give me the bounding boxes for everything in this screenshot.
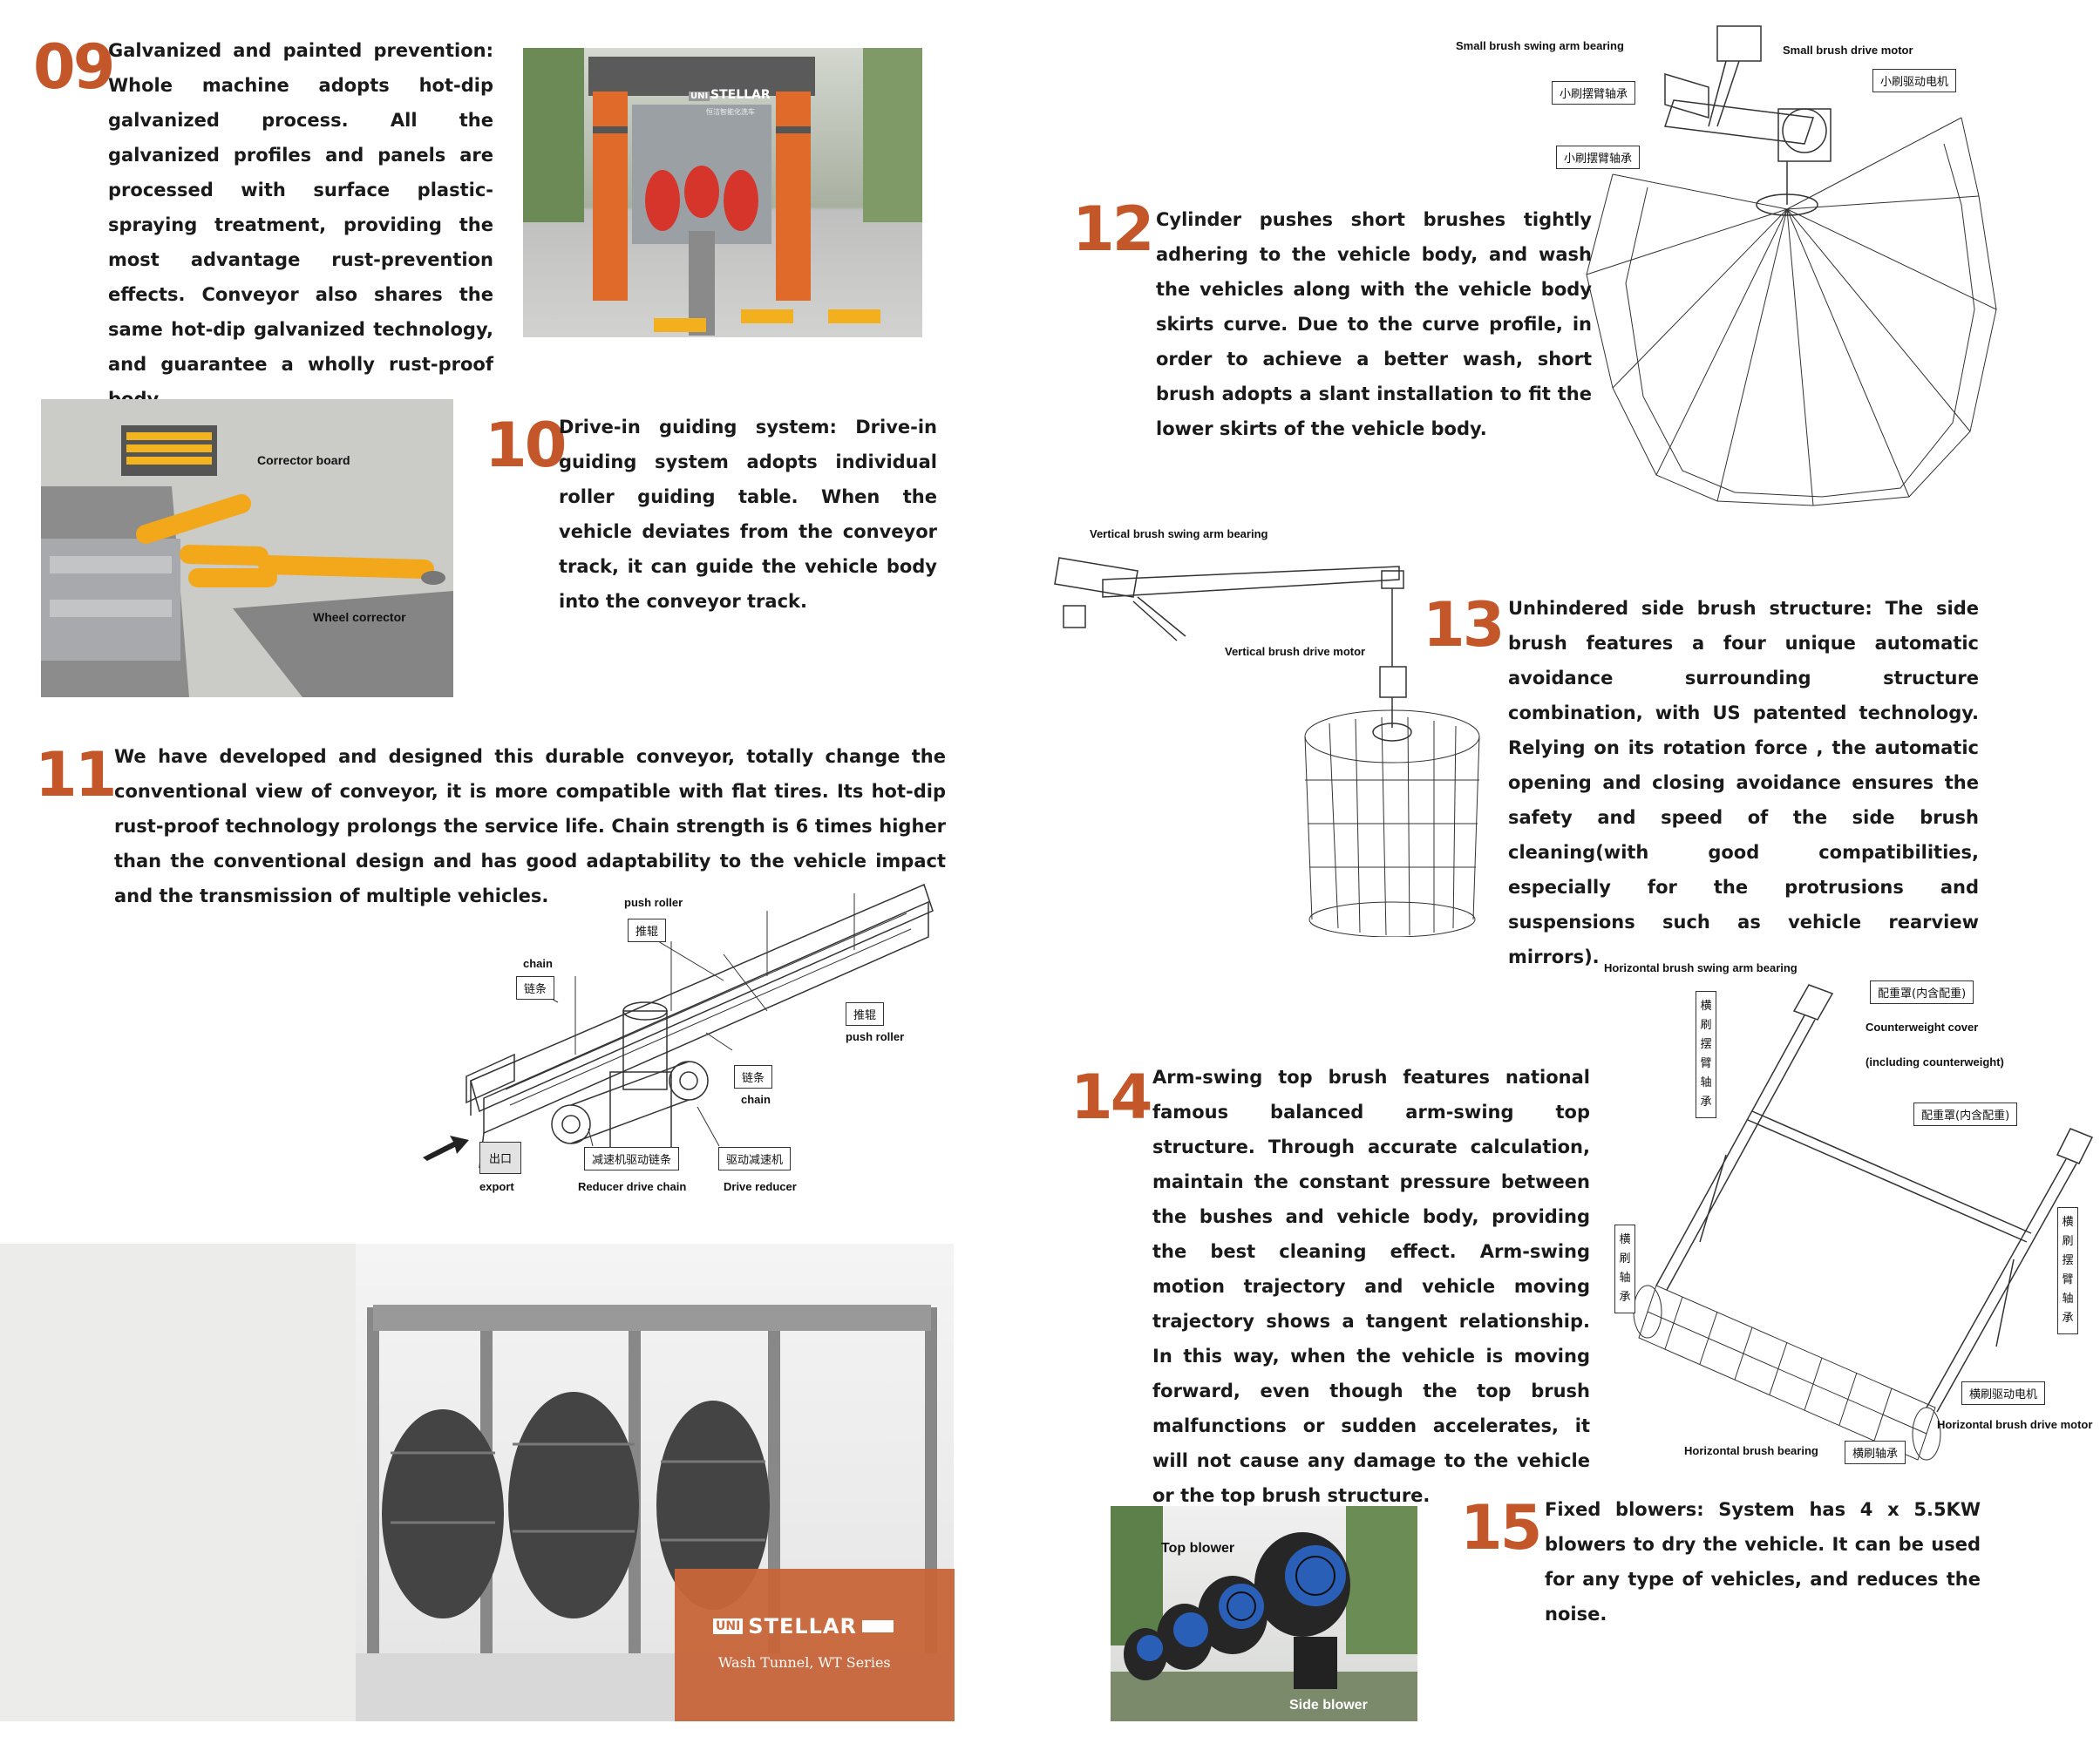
reducer-chain-cn-label: 减速机驱动链条 — [584, 1147, 680, 1170]
chain-en-label-2: chain — [741, 1093, 771, 1106]
brand-panel: UNI STELLAR Wash Tunnel, WT Series — [675, 1569, 955, 1721]
chain-en-label: chain — [523, 957, 553, 970]
chain-cn-label: 链条 — [516, 976, 555, 1000]
top-blower-label: Top blower — [1161, 1541, 1235, 1556]
vertical-brush-diagram: Vertical brush swing arm bearing Vertica… — [1050, 519, 1486, 937]
horizontal-arm-bearing-cn-label: 横刷摆臂轴承 — [1696, 991, 1716, 1118]
vertical-brush-drawing — [1054, 557, 1480, 937]
section-13-number: 13 — [1423, 589, 1505, 661]
top-brush-fins — [1633, 1285, 1941, 1461]
counterweight-cn-label-2: 配重罩(内含配重) — [1913, 1103, 2018, 1126]
small-arm-bearing-cn-label-2: 小刷摆臂轴承 — [1556, 146, 1641, 169]
small-motor-cn-label: 小刷驱动电机 — [1872, 69, 1957, 92]
section-11-number: 11 — [35, 739, 117, 811]
grey-panel — [0, 1244, 356, 1721]
blowers-illustration — [1111, 1506, 1417, 1721]
counterweight-en-label-2: (including counterweight) — [1866, 1055, 2004, 1069]
section-12-number: 12 — [1072, 193, 1154, 265]
wash-tunnel-illustration — [523, 48, 922, 336]
section-09-text: Galvanized and painted prevention: Whole… — [108, 40, 493, 410]
tunnel-sign-logo: UNI — [689, 92, 710, 101]
guiding-system-photo: Corrector board Wheel corrector — [41, 399, 453, 697]
horizontal-brush-bearing-en-label: Horizontal brush bearing — [1684, 1444, 1818, 1457]
section-15-text: Fixed blowers: System has 4 x 5.5KW blow… — [1545, 1499, 1981, 1625]
drive-reducer-en-label: Drive reducer — [724, 1180, 797, 1193]
counterweight-en-label-1: Counterweight cover — [1866, 1021, 1979, 1034]
vertical-arm-bearing-en-label: Vertical brush swing arm bearing — [1090, 527, 1268, 540]
push-roller-cn-label: 推辊 — [628, 919, 667, 942]
section-12-text: Cylinder pushes short brushes tightly ad… — [1156, 209, 1592, 439]
brand-name: STELLAR — [748, 1614, 857, 1639]
small-brush-diagram: Small brush swing arm bearing 小刷摆臂轴承 小刷摆… — [1456, 22, 2100, 510]
push-roller-en-label-2: push roller — [846, 1030, 905, 1043]
horizontal-brush-bearing-cn-label: 横刷轴承 — [1614, 1225, 1635, 1313]
blowers-photo: Top blower Side blower — [1111, 1506, 1417, 1721]
section-10-number: 10 — [485, 410, 567, 481]
push-roller-cn-label-2: 推辊 — [846, 1002, 885, 1026]
reducer-chain-en-label: Reducer drive chain — [578, 1180, 687, 1193]
vertical-motor-en-label: Vertical brush drive motor — [1225, 645, 1366, 658]
brand-subtitle: Wash Tunnel, WT Series — [718, 1654, 891, 1671]
horizontal-brush-bearing-cn-label-2: 横刷轴承 — [1845, 1441, 1906, 1464]
small-brush-drawing — [1586, 25, 1997, 506]
small-motor-en-label: Small brush drive motor — [1783, 44, 1913, 57]
section-15-number: 15 — [1460, 1492, 1542, 1564]
export-en-label: export — [479, 1180, 514, 1193]
section-14-text: Arm-swing top brush features national fa… — [1152, 1067, 1590, 1506]
brand-logo: UNI — [713, 1618, 744, 1634]
export-cn-label: 出口 — [479, 1142, 522, 1174]
section-13-text: Unhindered side brush structure: The sid… — [1508, 598, 1979, 967]
small-arm-bearing-en-label: Small brush swing arm bearing — [1456, 39, 1624, 52]
wash-tunnel-photo: UNI STELLAR 恒洁智能化洗车 — [523, 48, 922, 337]
brush-fins — [1586, 117, 1997, 506]
vertical-brush-fins — [1304, 709, 1480, 937]
top-brush-diagram: Horizontal brush swing arm bearing 横刷摆臂轴… — [1604, 954, 2100, 1469]
guiding-system-illustration — [41, 399, 453, 697]
counterweight-cn-label: 配重罩(内含配重) — [1870, 980, 1974, 1004]
brand-bar — [862, 1620, 894, 1632]
brush-tunnel-photo — [356, 1244, 954, 1721]
small-arm-bearing-cn-label: 小刷摆臂轴承 — [1552, 81, 1636, 105]
horizontal-motor-en-label: Horizontal brush drive motor — [1937, 1418, 2093, 1431]
top-brush-drawing — [1633, 984, 2094, 1461]
corrector-board-label: Corrector board — [257, 453, 350, 467]
push-roller-en-label: push roller — [624, 896, 683, 909]
drive-reducer-cn-label: 驱动减速机 — [718, 1147, 792, 1170]
tunnel-sign-cn: 恒洁智能化洗车 — [706, 108, 755, 116]
wheel-corrector-label: Wheel corrector — [313, 610, 406, 624]
side-blower-label: Side blower — [1289, 1698, 1368, 1713]
section-14-number: 14 — [1070, 1062, 1152, 1133]
section-10-text: Drive-in guiding system: Drive-in guidin… — [559, 417, 937, 612]
tunnel-sign-brand: STELLAR — [710, 88, 771, 102]
chain-cn-label-2: 链条 — [734, 1065, 773, 1089]
section-11-text: We have developed and designed this dura… — [114, 746, 946, 906]
horizontal-arm-bearing-en-label: Horizontal brush swing arm bearing — [1604, 961, 1798, 974]
conveyor-diagram: 推辊 push roller chain 链条 推辊 push roller 链… — [418, 880, 941, 1194]
horizontal-motor-cn-label: 横刷驱动电机 — [1961, 1381, 2046, 1405]
horizontal-arm-bearing-cn-label-2: 横刷摆臂轴承 — [2057, 1207, 2078, 1334]
section-09-number: 09 — [33, 31, 115, 103]
brush-tunnel-illustration — [356, 1305, 954, 1721]
